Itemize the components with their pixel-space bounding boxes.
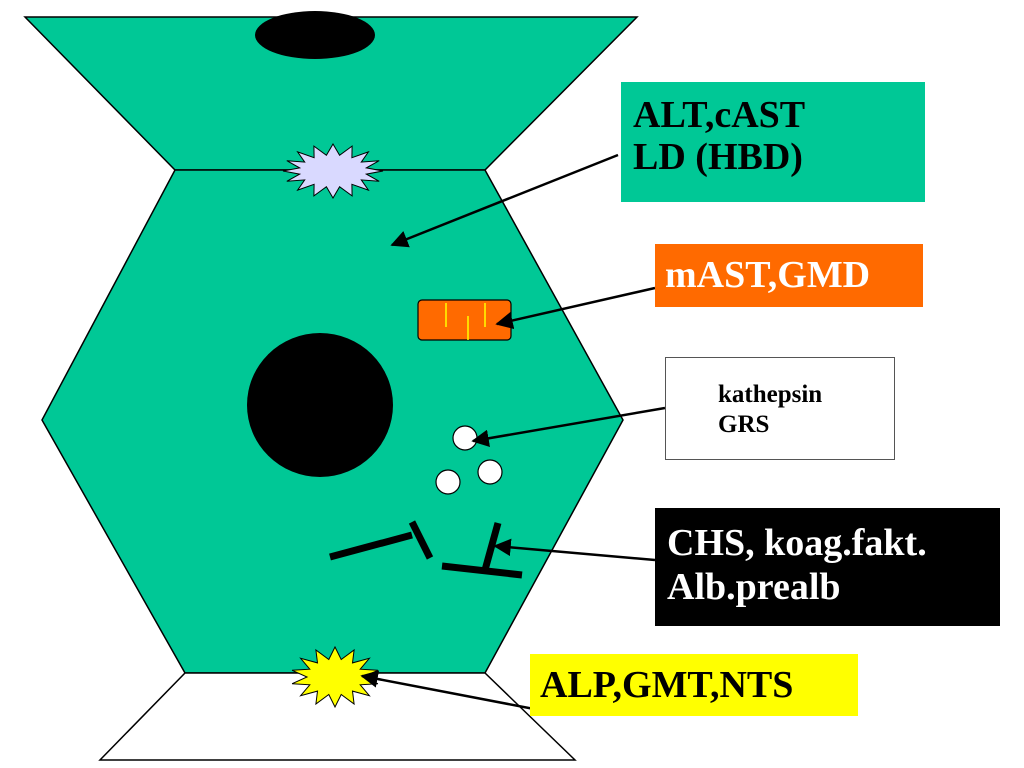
cytosol-label-line: LD (HBD): [633, 136, 803, 178]
membrane-enzyme-upper: [282, 143, 384, 199]
mitochondrial-enzymes-label: mAST,GMD: [655, 244, 923, 307]
membrane-label-text: ALP,GMT,NTS: [540, 664, 794, 706]
endoplasmic-reticulum: [329, 520, 523, 579]
lysosome-label-line: kathepsin: [718, 381, 823, 408]
er-products-label: CHS, koag.fakt. Alb.prealb: [655, 508, 1000, 626]
arrow-mitochondrion: [495, 286, 656, 330]
cytosol-label-line: ALT,cAST: [633, 94, 806, 136]
membrane-enzyme-lower: [291, 645, 379, 709]
lysosome-label-line: GRS: [718, 411, 770, 438]
mitochondria-label-text: mAST,GMD: [665, 254, 871, 296]
lysosome-vesicle: [435, 469, 461, 495]
cytosol-enzymes-label: ALT,cAST LD (HBD): [621, 82, 925, 202]
arrow-er: [493, 538, 656, 562]
er-label-line: Alb.prealb: [667, 566, 841, 608]
arrow-lysosome: [471, 406, 666, 447]
nucleus: [247, 333, 393, 477]
lysosome-vesicle: [452, 425, 478, 451]
lysosome-vesicle: [477, 459, 503, 485]
er-label-line: CHS, koag.fakt.: [667, 522, 927, 564]
arrow-cytosol: [390, 153, 619, 248]
membrane-enzymes-label: ALP,GMT,NTS: [530, 654, 858, 716]
lysosomal-enzymes-label: kathepsin GRS: [665, 357, 895, 460]
arrow-membrane: [360, 670, 556, 715]
upper-cell-nucleus: [255, 11, 375, 59]
mitochondrion: [417, 299, 512, 341]
